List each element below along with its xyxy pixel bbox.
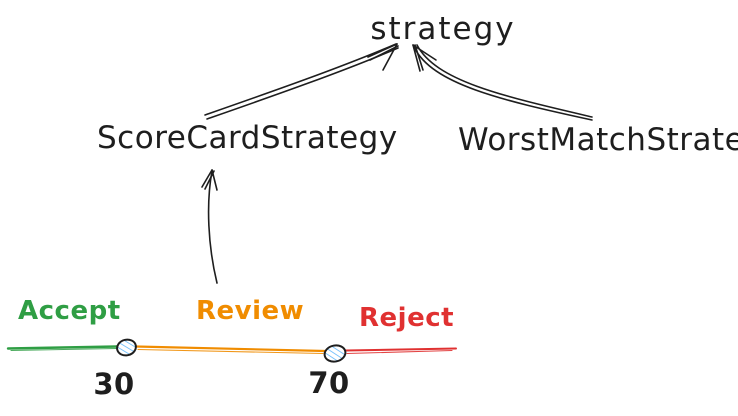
arrow-shaft	[204, 43, 397, 116]
node-scorecardstrategy: ScoreCardStrategy	[97, 120, 398, 156]
arrow-shaft	[416, 44, 593, 118]
reject-segment-line	[345, 347, 457, 355]
segment-stroke	[134, 345, 327, 353]
segment-stroke	[137, 348, 324, 355]
arrowhead-line	[211, 169, 218, 191]
segment-stroke	[10, 347, 117, 352]
label-reject: Reject	[359, 303, 455, 333]
threshold-70-label: 70	[308, 366, 350, 400]
threshold-30-label: 30	[93, 367, 135, 401]
accept-segment-line	[6, 345, 119, 352]
score-scale-arrow	[201, 169, 218, 284]
arrow-shaft	[206, 47, 399, 120]
node-strategy: strategy	[370, 11, 516, 47]
arrowhead-line	[382, 43, 398, 71]
arrowhead-line	[201, 169, 213, 188]
inheritance-arrow-right	[412, 44, 593, 121]
arrowhead-line	[369, 45, 399, 61]
review-segment-line	[134, 345, 327, 355]
threshold-marker-70	[323, 344, 347, 363]
node-worstmatchstrategy: WorstMatchStrategy	[458, 122, 738, 158]
segment-stroke	[346, 349, 453, 355]
arrowhead-line	[414, 44, 424, 71]
segment-stroke	[345, 347, 457, 352]
arrow-shaft	[413, 46, 593, 121]
label-review: Review	[196, 296, 305, 326]
arrowhead-line	[367, 43, 398, 58]
arrowhead-line	[412, 44, 437, 61]
threshold-marker-30	[116, 338, 137, 357]
arrowhead-line	[412, 44, 421, 72]
label-accept: Accept	[18, 296, 121, 326]
arrow-shaft	[207, 170, 218, 284]
inheritance-arrow-left	[204, 43, 399, 120]
segment-stroke	[6, 345, 119, 350]
